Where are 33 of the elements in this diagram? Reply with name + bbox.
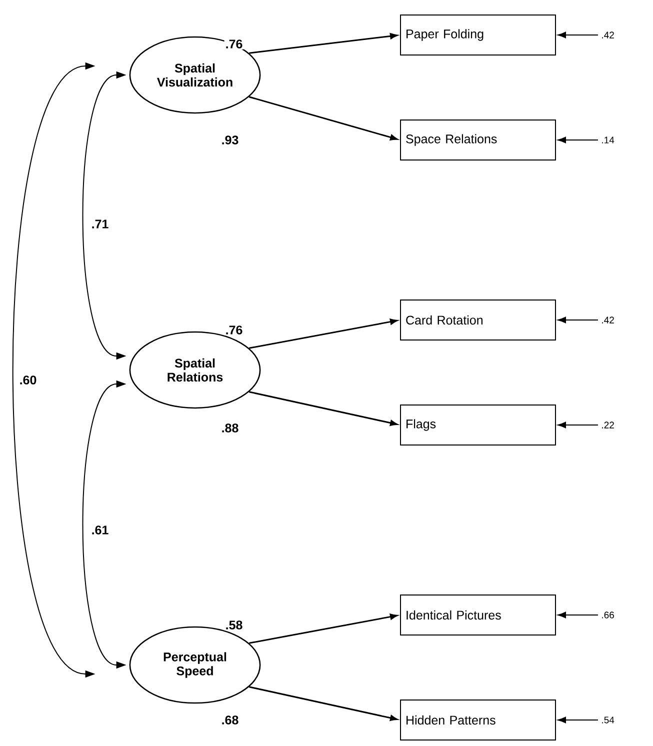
edge-label: .93 (220, 134, 240, 146)
residual-arrow (558, 716, 598, 724)
residual-arrow (558, 316, 598, 324)
residual-arrow (558, 136, 598, 144)
residual-label: .42 (602, 32, 614, 38)
loading-arrow (249, 391, 398, 426)
loading-arrow (248, 96, 398, 140)
edge-label: .58 (224, 620, 244, 630)
edge-label: .76 (224, 38, 244, 50)
edge-label: .60 (18, 374, 38, 386)
residual-arrow (558, 422, 598, 428)
edge-label: .71 (90, 218, 110, 230)
residual-arrow (558, 612, 598, 618)
variable-box: Paper Folding (400, 14, 556, 56)
variable-box: Space Relations (400, 120, 556, 160)
variable-box: Card Rotation (400, 300, 556, 340)
variable-box: Identical Pictures (400, 594, 556, 636)
edge-label: .76 (224, 324, 244, 336)
loading-arrow (249, 614, 398, 644)
edge-label: .68 (220, 714, 240, 726)
residual-label: .42 (602, 316, 614, 324)
edge-label: .61 (90, 524, 110, 536)
residual-label: .22 (602, 422, 614, 428)
loading-arrow (249, 33, 398, 54)
loading-arrow (249, 686, 398, 721)
loading-arrow (249, 318, 398, 349)
residual-label: .66 (602, 612, 614, 618)
variable-box: Flags (400, 404, 556, 446)
residual-arrow (558, 32, 598, 38)
residual-label: .54 (602, 716, 614, 724)
variable-box: Hidden Patterns (400, 700, 556, 740)
edge-label: .88 (220, 422, 240, 434)
residual-label: .14 (602, 136, 614, 144)
